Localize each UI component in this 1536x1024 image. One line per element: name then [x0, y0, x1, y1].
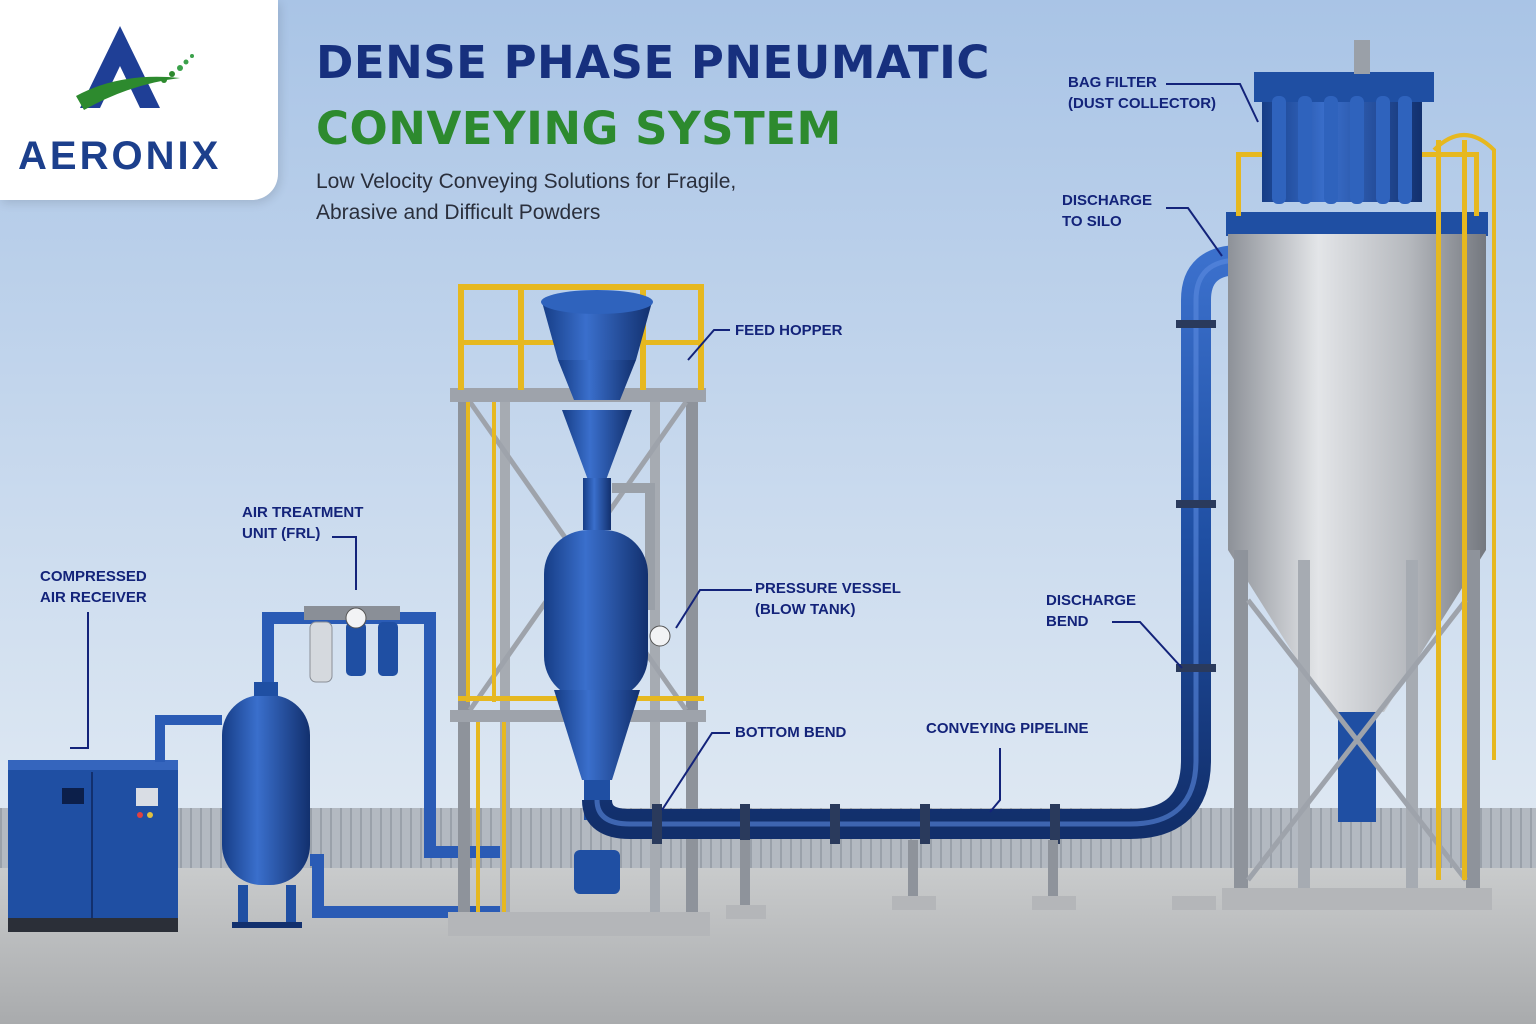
label-pressure-vessel-line2: (BLOW TANK) — [755, 601, 856, 618]
label-discharge-to-silo: DISCHARGE TO SILO — [1062, 190, 1152, 232]
page-title-line1: DENSE PHASE PNEUMATIC — [316, 36, 990, 89]
callout-leaders — [70, 83, 1259, 813]
air-compressor — [8, 760, 178, 932]
label-compressed-air-receiver: COMPRESSED AIR RECEIVER — [40, 566, 147, 608]
frl-unit — [304, 606, 400, 683]
label-compressed-air-line1: COMPRESSED — [40, 568, 147, 585]
label-bag-filter: BAG FILTER (DUST COLLECTOR) — [1068, 72, 1216, 114]
label-bottom-bend: BOTTOM BEND — [735, 724, 847, 741]
label-discharge-bend-line1: DISCHARGE — [1046, 592, 1137, 609]
page-title-line2: CONVEYING SYSTEM — [316, 102, 842, 155]
conveying-pipeline — [582, 245, 1255, 919]
storage-silo — [1222, 133, 1496, 910]
label-discharge-bend: DISCHARGE BEND — [1046, 590, 1136, 632]
blow-tank — [544, 530, 671, 894]
feed-hopper — [541, 290, 653, 530]
air-receiver — [222, 682, 310, 928]
label-air-treatment: AIR TREATMENT UNIT (FRL) — [242, 502, 363, 544]
label-feed-hopper: FEED HOPPER — [735, 322, 843, 339]
label-bag-filter-line1: BAG FILTER — [1068, 74, 1157, 91]
subtitle-line2: Abrasive and Difficult Powders — [316, 201, 601, 224]
bag-filter — [1254, 40, 1434, 204]
label-compressed-air-line2: AIR RECEIVER — [40, 589, 147, 606]
subtitle-line1: Low Velocity Conveying Solutions for Fra… — [316, 170, 737, 193]
label-conveying-pipeline: CONVEYING PIPELINE — [926, 720, 1089, 737]
label-pressure-vessel-line1: PRESSURE VESSEL — [755, 580, 901, 597]
label-air-treatment-line1: AIR TREATMENT — [242, 504, 364, 521]
aeronix-logo-icon — [76, 26, 194, 110]
label-discharge-to-silo-line1: DISCHARGE — [1062, 192, 1153, 209]
label-discharge-bend-line2: BEND — [1046, 613, 1089, 630]
label-pressure-vessel: PRESSURE VESSEL (BLOW TANK) — [755, 578, 901, 620]
label-bag-filter-line2: (DUST COLLECTOR) — [1068, 95, 1217, 112]
logo-panel: AERONIX — [0, 0, 278, 200]
brand-name: AERONIX — [18, 134, 222, 178]
label-air-treatment-line2: UNIT (FRL) — [242, 525, 321, 542]
label-discharge-to-silo-line2: TO SILO — [1062, 213, 1122, 230]
